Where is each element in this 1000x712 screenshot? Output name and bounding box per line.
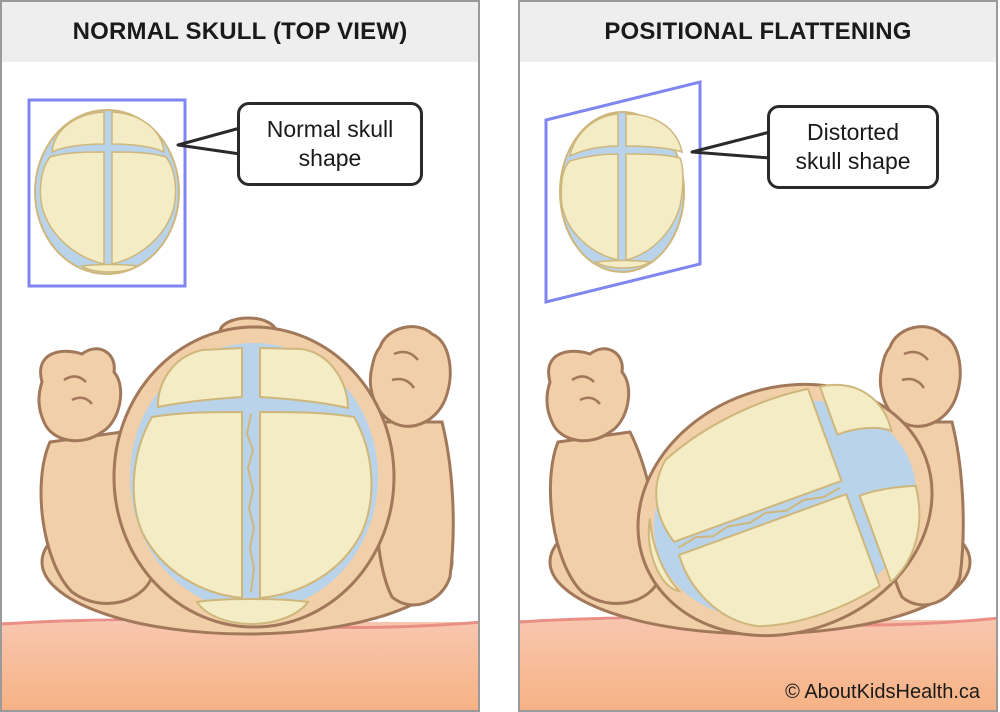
panel-title: NORMAL SKULL (TOP VIEW)	[2, 2, 478, 62]
baby-left-fist	[37, 347, 123, 443]
callout-line-2: skull shape	[795, 148, 911, 174]
inset-skull	[559, 111, 685, 273]
skull-plate-back-left	[132, 410, 243, 600]
mattress	[2, 622, 478, 710]
baby-left-fist	[545, 347, 631, 443]
callout-normal-skull: Normal skull shape	[237, 102, 423, 186]
skull-plate-back-right	[677, 492, 881, 628]
skull-plate-back-left	[655, 387, 843, 544]
callout-pointer	[176, 126, 242, 156]
panel-title: POSITIONAL FLATTENING	[520, 2, 996, 62]
skull-plate-occipital	[195, 598, 310, 626]
normal-skull-illustration	[2, 98, 478, 710]
flattened-skull-illustration	[520, 80, 996, 710]
skull-plate-front-right	[259, 346, 350, 410]
baby-right-fist	[368, 325, 452, 428]
baby-right-fist	[878, 325, 962, 428]
skull-plate-back-right	[259, 410, 373, 600]
panel-positional-flattening: POSITIONAL FLATTENING Distorted skull sh…	[518, 0, 998, 712]
skull-plate-front-right	[858, 484, 921, 584]
callout-line-1: Normal skull	[266, 116, 394, 142]
panel-normal-skull: NORMAL SKULL (TOP VIEW) Normal skull sha…	[0, 0, 480, 712]
copyright-credit: © AboutKidsHealth.ca	[785, 681, 980, 703]
callout-line-2: shape	[298, 145, 362, 171]
callout-distorted-skull: Distorted skull shape	[767, 105, 939, 189]
skull-plate-front-left	[156, 346, 243, 409]
callout-line-1: Distorted	[806, 119, 900, 145]
skull-plate-occipital	[647, 518, 682, 593]
callout-pointer	[690, 130, 772, 160]
skull-plate-front-left	[818, 384, 893, 436]
